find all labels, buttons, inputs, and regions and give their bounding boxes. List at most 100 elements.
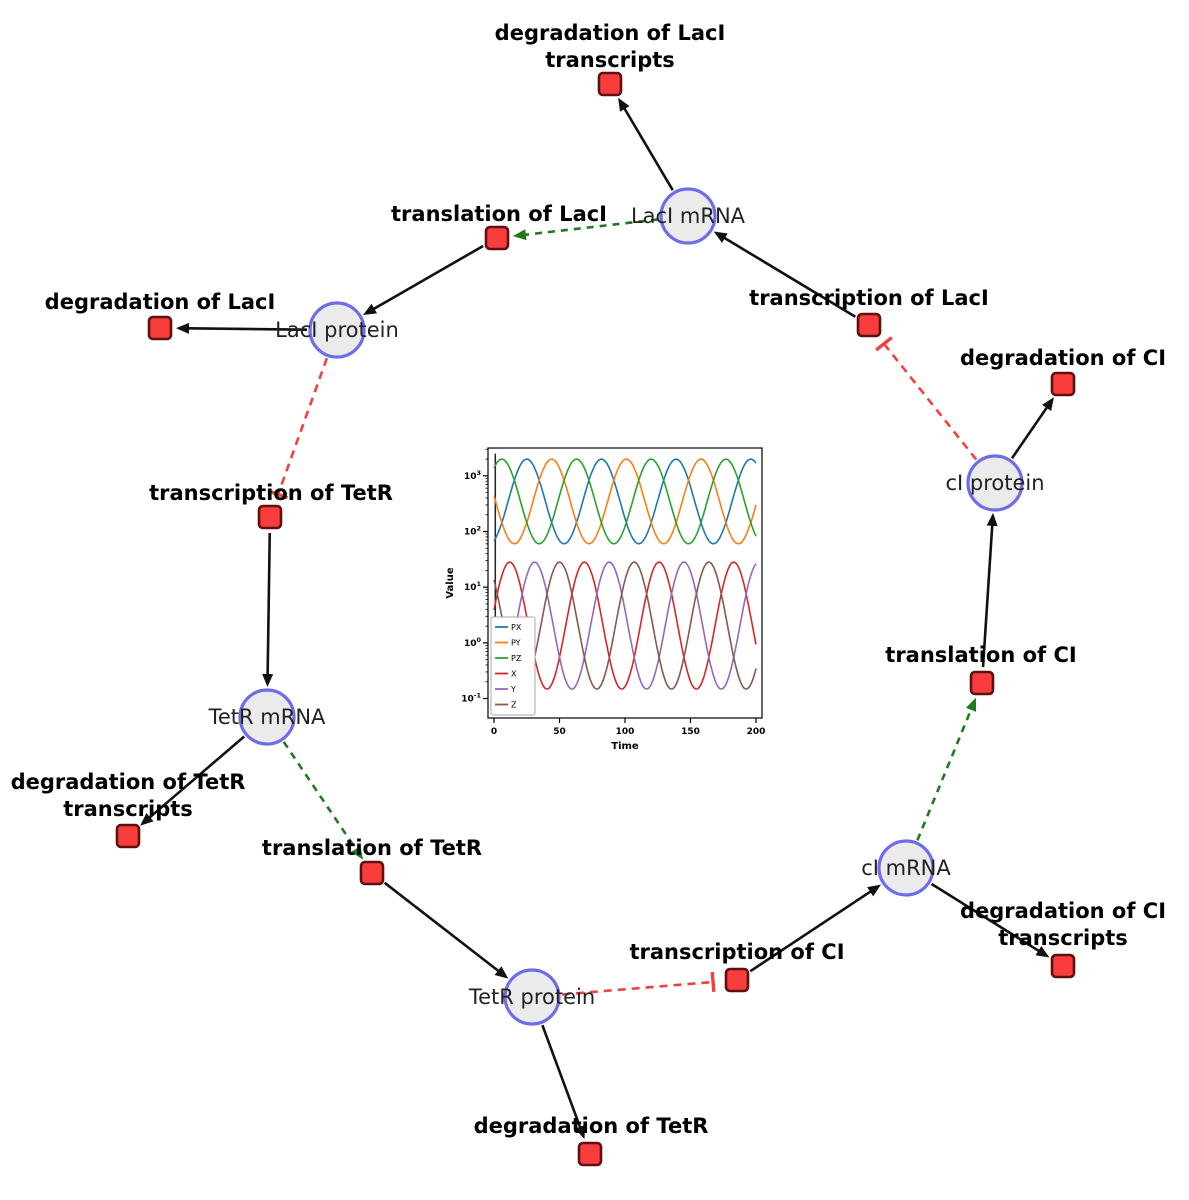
reaction-label-line: degradation of CI [960,899,1166,923]
reaction-label-line: transcripts [998,926,1128,950]
reaction-node-deg_ci_tx[interactable] [1050,953,1076,979]
reaction-label-line: degradation of TetR [11,770,246,794]
x-tick-label: 100 [616,727,635,737]
reaction-label-deg_ci_tx: degradation of CI transcripts [960,899,1166,950]
reaction-label-transl_ci: translation of CI [885,643,1076,667]
series-curve-PX [493,458,757,545]
reaction-node-deg_laci[interactable] [147,315,173,341]
reaction-label-deg_laci: degradation of LacI [45,290,276,314]
reaction-node-deg_laci_tx[interactable] [597,71,623,97]
series-curve-PY [493,458,757,545]
arrowhead-icon [1035,945,1050,958]
series-curve-Y [493,561,757,690]
species-node-laci_protein[interactable] [308,301,366,359]
species-node-laci_mrna[interactable] [659,187,717,245]
series-curve-X [493,561,757,690]
y-axis-label: Value [445,567,456,598]
edge-production-tx_ci-ci_mrna [749,889,873,973]
reaction-label-line: transcription of CI [629,940,844,964]
reaction-label-line: degradation of TetR [474,1114,709,1138]
y-tick-label: 101 [464,580,482,593]
arrowhead-icon [363,303,378,316]
reaction-node-tx_laci[interactable] [856,312,882,338]
reaction-node-tx_tetr[interactable] [257,504,283,530]
x-tick-label: 150 [681,727,700,737]
reaction-node-transl_ci[interactable] [969,670,995,696]
reaction-node-deg_ci[interactable] [1050,371,1076,397]
reaction-label-deg_ci: degradation of CI [960,346,1166,370]
arrowhead-icon [262,673,274,688]
reaction-label-line: transcription of TetR [149,481,393,505]
reaction-label-line: transcripts [545,48,675,72]
inhibition-bar-icon [875,336,893,352]
species-node-tetr_protein[interactable] [503,968,561,1026]
y-tick-label: 100 [464,636,482,649]
reaction-label-deg_laci_tx: degradation of LacI transcripts [495,21,726,72]
edge-modifier-ci_mrna-transl_ci [916,707,973,841]
edge-consumption-tetr_protein-deg_tetr [541,1024,582,1130]
species-label-tetr_protein: TetR protein [468,985,595,1009]
reaction-label-line: translation of LacI [391,202,607,226]
arrowhead-icon [512,229,527,241]
edge-inhibition-tetr_protein-tx_ci [561,980,714,996]
arrowhead-icon [574,1124,586,1139]
arrowhead-icon [140,812,154,826]
edge-consumption-ci_protein-deg_ci [1010,405,1049,460]
species-label-tetr_mrna: TetR mRNA [208,705,326,729]
edge-modifier-tetr_mrna-transl_tetr [282,741,359,852]
arrowhead-icon [494,966,509,979]
x-tick-label: 200 [747,727,766,737]
legend-box [490,616,536,716]
inhibition-bar-icon [710,971,716,993]
arrowhead-icon [867,884,881,897]
x-axis-label: Time [611,741,639,752]
series-curve-Z [493,561,757,690]
legend-label-X: X [511,670,517,679]
y-tick-label: 103 [464,469,481,482]
reaction-label-transl_laci: translation of LacI [391,202,607,226]
reaction-label-tx_ci: transcription of CI [629,940,844,964]
edge-production-transl_tetr-tetr_protein [383,881,501,973]
reaction-label-line: translation of CI [885,643,1076,667]
edge-modifier-laci_mrna-transl_laci [523,218,659,237]
reaction-node-transl_tetr[interactable] [359,860,385,886]
reaction-node-transl_laci[interactable] [484,225,510,251]
species-label-laci_protein: LacI protein [275,318,399,342]
reaction-node-tx_ci[interactable] [724,967,750,993]
reaction-label-tx_tetr: transcription of TetR [149,481,393,505]
species-label-laci_mrna: LacI mRNA [631,204,746,228]
reaction-node-deg_tetr_tx[interactable] [115,823,141,849]
arrowhead-icon [618,97,630,112]
reaction-label-deg_tetr_tx: degradation of TetR transcripts [11,770,246,821]
edge-consumption-tetr_mrna-deg_tetr_tx [147,735,246,820]
arrowhead-icon [986,512,998,527]
species-node-ci_mrna[interactable] [877,839,935,897]
reaction-label-line: transcripts [63,797,193,821]
reaction-label-line: degradation of LacI [495,21,726,45]
arrowhead-icon [713,231,728,243]
y-tick-label: 102 [464,525,481,538]
species-node-ci_protein[interactable] [966,454,1024,512]
species-label-ci_mrna: cI mRNA [861,856,951,880]
species-label-ci_protein: cI protein [945,471,1044,495]
reaction-node-deg_tetr[interactable] [577,1141,603,1167]
legend-label-PY: PY [511,639,521,648]
reaction-label-line: translation of TetR [262,836,482,860]
edge-production-transl_laci-laci_protein [371,244,484,311]
edge-production-transl_ci-ci_protein [981,523,994,668]
edge-inhibition-ci_protein-tx_laci [882,342,978,461]
reaction-label-line: degradation of LacI [45,290,276,314]
reaction-label-tx_laci: transcription of LacI [749,286,989,310]
edge-inhibition-laci_protein-tx_tetr [276,357,329,495]
reaction-label-deg_tetr: degradation of TetR [474,1114,709,1138]
y-tick-label: 10-1 [461,692,481,705]
reaction-label-line: transcription of LacI [749,286,989,310]
species-node-tetr_mrna[interactable] [238,688,296,746]
edge-production-tx_laci-laci_mrna [722,236,856,318]
arrowhead-icon [175,322,190,334]
arrowhead-icon [351,845,364,860]
legend-label-PX: PX [511,623,522,632]
